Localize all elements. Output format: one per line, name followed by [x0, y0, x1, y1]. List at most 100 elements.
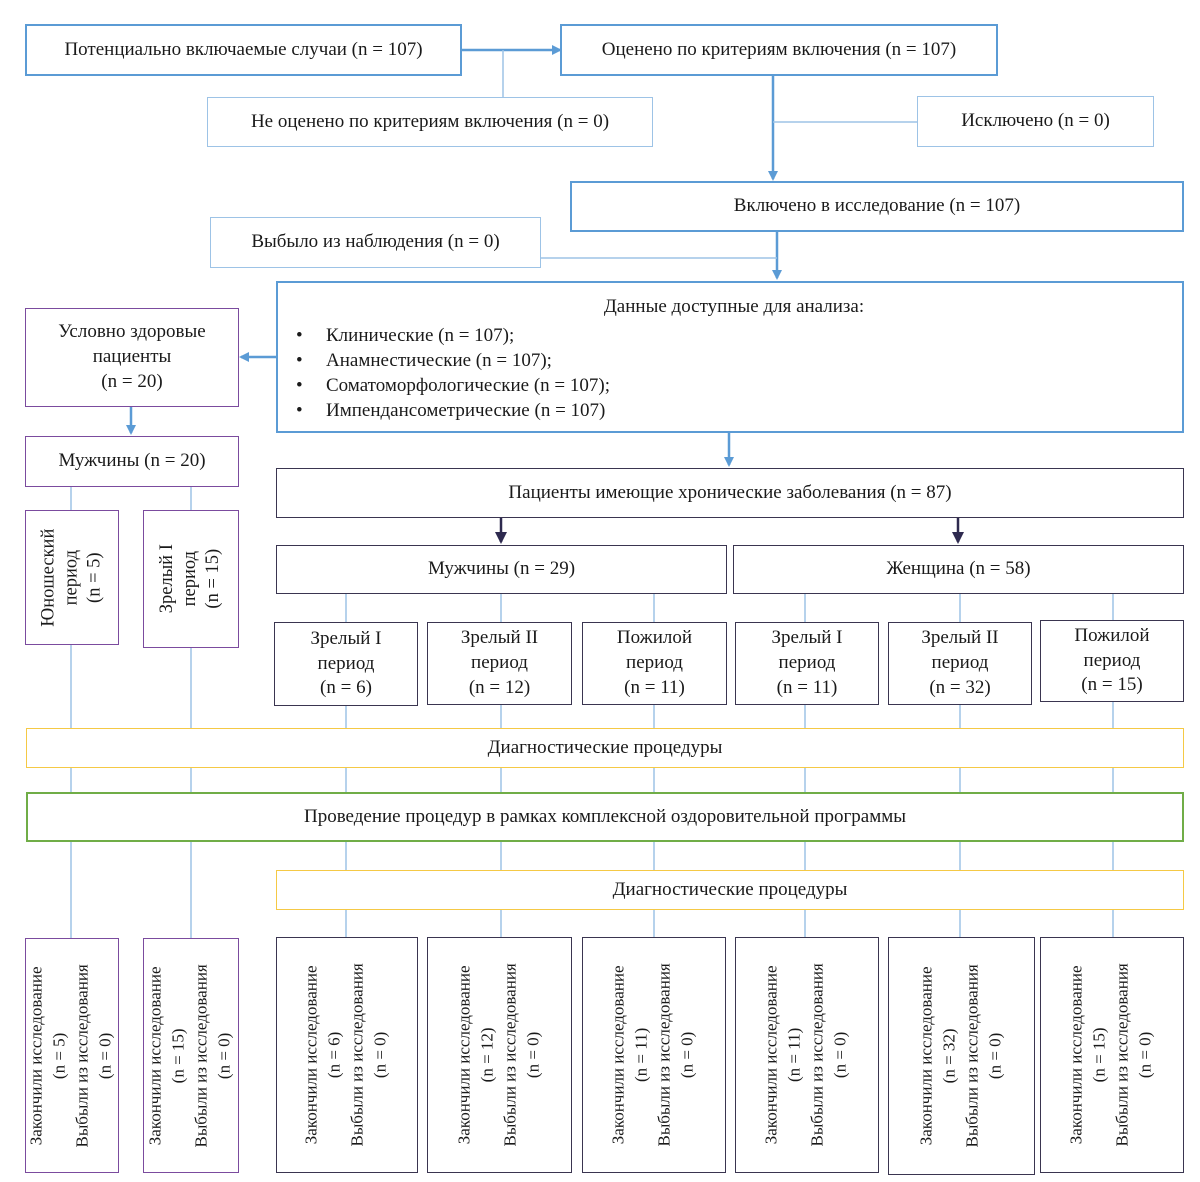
group-6-line-2: период [1083, 649, 1141, 671]
outcome-1-dropped: Выбыли из исследования [73, 963, 93, 1148]
outcome-6-dropped-n: (n = 0) [830, 1031, 850, 1079]
outcome-8-completed-n: (n = 15) [1090, 1027, 1110, 1083]
box-women-mature1: Зрелый I период(n = 11) [735, 622, 879, 705]
box-healthy-men: Мужчины (n = 20) [25, 436, 239, 487]
box-chronic-women: Женщина (n = 58) [733, 545, 1184, 594]
box-analysis-data: Данные доступные для анализа: Клинически… [276, 281, 1184, 433]
outcome-2-completed: Закончили исследование [146, 966, 166, 1145]
included-label: Включено в исследование (n = 107) [733, 195, 1021, 217]
outcome-4-dropped: Выбыли из исследования [500, 963, 520, 1147]
box-women-mature2: Зрелый II период(n = 32) [888, 622, 1032, 705]
group-3-line-3: (n = 11) [624, 676, 685, 698]
outcome-2-completed-n: (n = 15) [169, 1028, 189, 1083]
group-5-line-3: (n = 32) [929, 676, 991, 698]
group-2-line-2: период [471, 652, 528, 674]
box-outcome-healthy-youth: Закончили исследование(n = 5)Выбыли из и… [25, 938, 119, 1173]
box-outcome-women-mature2: Закончили исследование(n = 32)Выбыли из … [888, 937, 1035, 1175]
outcome-6-dropped: Выбыли из исследования [808, 963, 828, 1147]
chronic-women-label: Женщина (n = 58) [886, 558, 1031, 580]
outcome-6-completed-n: (n = 11) [785, 1027, 805, 1083]
group-3-line-1: Пожилой [616, 627, 693, 649]
chronic-label: Пациенты имеющие хронические заболевания… [508, 481, 952, 503]
excluded-label: Исключено (n = 0) [961, 110, 1110, 132]
potential-cases-label: Потенциально включаемые случаи (n = 107) [64, 38, 423, 60]
analysis-item-somatomorphological: Соматоморфологические (n = 107); [296, 373, 1172, 398]
healthy-men-label: Мужчины (n = 20) [58, 450, 206, 472]
outcome-5-dropped: Выбыли из исследования [655, 963, 675, 1147]
outcome-8-dropped: Выбыли из исследования [1113, 963, 1133, 1147]
chronic-men-label: Мужчины (n = 29) [427, 558, 576, 580]
group-1-line-2: период [317, 652, 375, 674]
outcome-5-dropped-n: (n = 0) [677, 1031, 697, 1079]
group-3-line-2: период [626, 652, 683, 674]
group-2-line-3: (n = 12) [468, 676, 531, 698]
healthy-youth-line-2: период [61, 549, 82, 606]
outcome-4-completed-n: (n = 12) [477, 1027, 497, 1083]
not-assessed-label: Не оценено по критериям включения (n = 0… [250, 110, 610, 132]
healthy-mature1-line-2: период [180, 551, 201, 607]
box-diagnostics-1: Диагностические процедуры [26, 728, 1184, 768]
analysis-title: Данные доступные для анализа: [603, 296, 865, 317]
box-men-elderly: Пожилой период(n = 11) [582, 622, 727, 705]
analysis-item-clinical: Клинические (n = 107); [296, 323, 1172, 348]
box-diagnostics-2: Диагностические процедуры [276, 870, 1184, 910]
box-included: Включено в исследование (n = 107) [570, 181, 1184, 232]
group-4-line-2: период [778, 652, 836, 674]
box-excluded: Исключено (n = 0) [917, 96, 1154, 147]
box-potential-cases: Потенциально включаемые случаи (n = 107) [25, 24, 462, 76]
box-chronic-patients: Пациенты имеющие хронические заболевания… [276, 468, 1184, 518]
outcome-7-dropped-n: (n = 0) [985, 1032, 1005, 1080]
healthy-youth-line-3: (n = 5) [84, 552, 105, 603]
healthy-youth-line-1: Юношеский [38, 528, 59, 627]
healthy-line-2: пациенты [92, 346, 172, 368]
group-4-line-3: (n = 11) [776, 676, 838, 698]
outcome-2-dropped: Выбыли из исследования [192, 963, 212, 1148]
analysis-item-anamnestic: Анамнестические (n = 107); [296, 348, 1172, 373]
group-4-line-1: Зрелый I [771, 627, 843, 649]
group-1-line-3: (n = 6) [320, 677, 372, 699]
outcome-1-completed: Закончили исследование [27, 966, 47, 1145]
diagnostics-2-label: Диагностические процедуры [612, 878, 848, 900]
outcome-1-dropped-n: (n = 0) [95, 1032, 115, 1079]
outcome-4-dropped-n: (n = 0) [523, 1031, 543, 1079]
box-outcome-men-mature1: Закончили исследование(n = 6)Выбыли из и… [276, 937, 418, 1173]
box-outcome-men-mature2: Закончили исследование(n = 12)Выбыли из … [427, 937, 572, 1173]
box-assessed: Оценено по критериям включения (n = 107) [560, 24, 998, 76]
outcome-3-completed: Закончили исследование [302, 965, 322, 1145]
outcome-6-completed: Закончили исследование [762, 965, 782, 1145]
outcome-7-dropped: Выбыли из исследования [962, 964, 982, 1148]
box-healthy-youth: Юношеский период (n = 5) [25, 510, 119, 645]
outcome-3-dropped-n: (n = 0) [370, 1031, 390, 1079]
group-6-line-3: (n = 15) [1081, 674, 1143, 696]
box-healthy-patients: Условно здоровые пациенты (n = 20) [25, 308, 239, 407]
healthy-mature1-line-1: Зрелый I [157, 544, 178, 614]
outcome-3-dropped: Выбыли из исследования [348, 963, 368, 1147]
healthy-line-3: (n = 20) [101, 370, 163, 392]
outcome-8-completed: Закончили исследование [1067, 965, 1087, 1145]
group-5-line-2: период [931, 652, 989, 674]
healthy-line-1: Условно здоровые [58, 321, 206, 343]
box-men-mature1: Зрелый I период (n = 6) [274, 622, 418, 706]
assessed-label: Оценено по критериям включения (n = 107) [601, 38, 957, 60]
healthy-mature1-line-3: (n = 15) [203, 549, 224, 609]
outcome-4-completed: Закончили исследование [454, 965, 474, 1145]
box-outcome-women-elderly: Закончили исследование(n = 15)Выбыли из … [1040, 937, 1184, 1173]
group-1-line-1: Зрелый I [310, 627, 382, 649]
group-2-line-1: Зрелый II [460, 627, 539, 649]
diagnostics-1-label: Диагностические процедуры [487, 736, 723, 758]
outcome-5-completed-n: (n = 11) [632, 1027, 652, 1083]
program-label: Проведение процедур в рамках комплексной… [303, 805, 907, 827]
box-chronic-men: Мужчины (n = 29) [276, 545, 727, 594]
group-5-line-1: Зрелый II [921, 627, 999, 649]
box-healthy-mature1: Зрелый I период (n = 15) [143, 510, 239, 648]
analysis-list: Клинические (n = 107); Анамнестические (… [296, 323, 1172, 423]
box-lost-to-follow-up: Выбыло из наблюдения (n = 0) [210, 217, 541, 268]
analysis-item-impedance: Импендансометрические (n = 107) [296, 398, 1172, 423]
box-wellness-program: Проведение процедур в рамках комплексной… [26, 792, 1184, 842]
box-men-mature2: Зрелый II период(n = 12) [427, 622, 572, 705]
outcome-7-completed: Закончили исследование [916, 966, 936, 1146]
outcome-5-completed: Закончили исследование [609, 965, 629, 1145]
outcome-7-completed-n: (n = 32) [939, 1028, 959, 1084]
box-outcome-women-mature1: Закончили исследование(n = 11)Выбыли из … [735, 937, 879, 1173]
